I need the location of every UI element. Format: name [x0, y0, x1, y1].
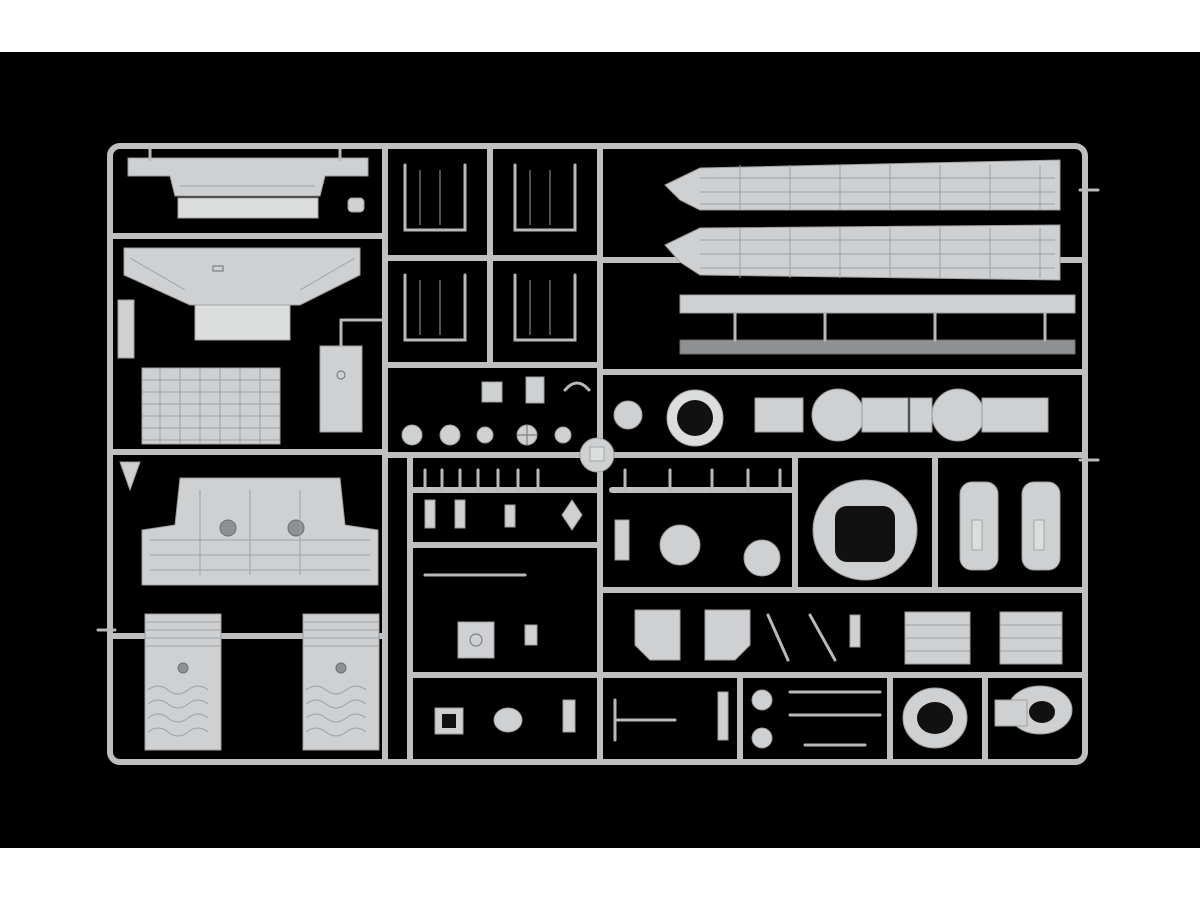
radiator-grille-left [144, 613, 222, 751]
small-fittings [401, 376, 615, 473]
side-skirt-lower [664, 224, 1061, 281]
track-guard-strips [679, 294, 1076, 355]
commander-cupola [812, 479, 918, 581]
armor-bracket-parts [634, 609, 1063, 665]
bottom-row-parts [613, 685, 1073, 749]
hull-rear-plate [117, 247, 361, 359]
stowage-box-part [319, 318, 387, 433]
side-skirt-upper [664, 159, 1061, 211]
gun-barrel-parts [613, 388, 1049, 447]
textured-hull-block [141, 367, 281, 445]
hull-top-plate [127, 146, 369, 219]
exhaust-mufflers [959, 481, 1061, 571]
small-vertical-parts [423, 468, 583, 531]
engine-deck-plate [119, 461, 379, 586]
radiator-grille-right [302, 613, 380, 751]
lower-middle-parts [423, 573, 576, 735]
tow-cable-parts [403, 163, 577, 342]
hatch-discs [614, 468, 782, 577]
